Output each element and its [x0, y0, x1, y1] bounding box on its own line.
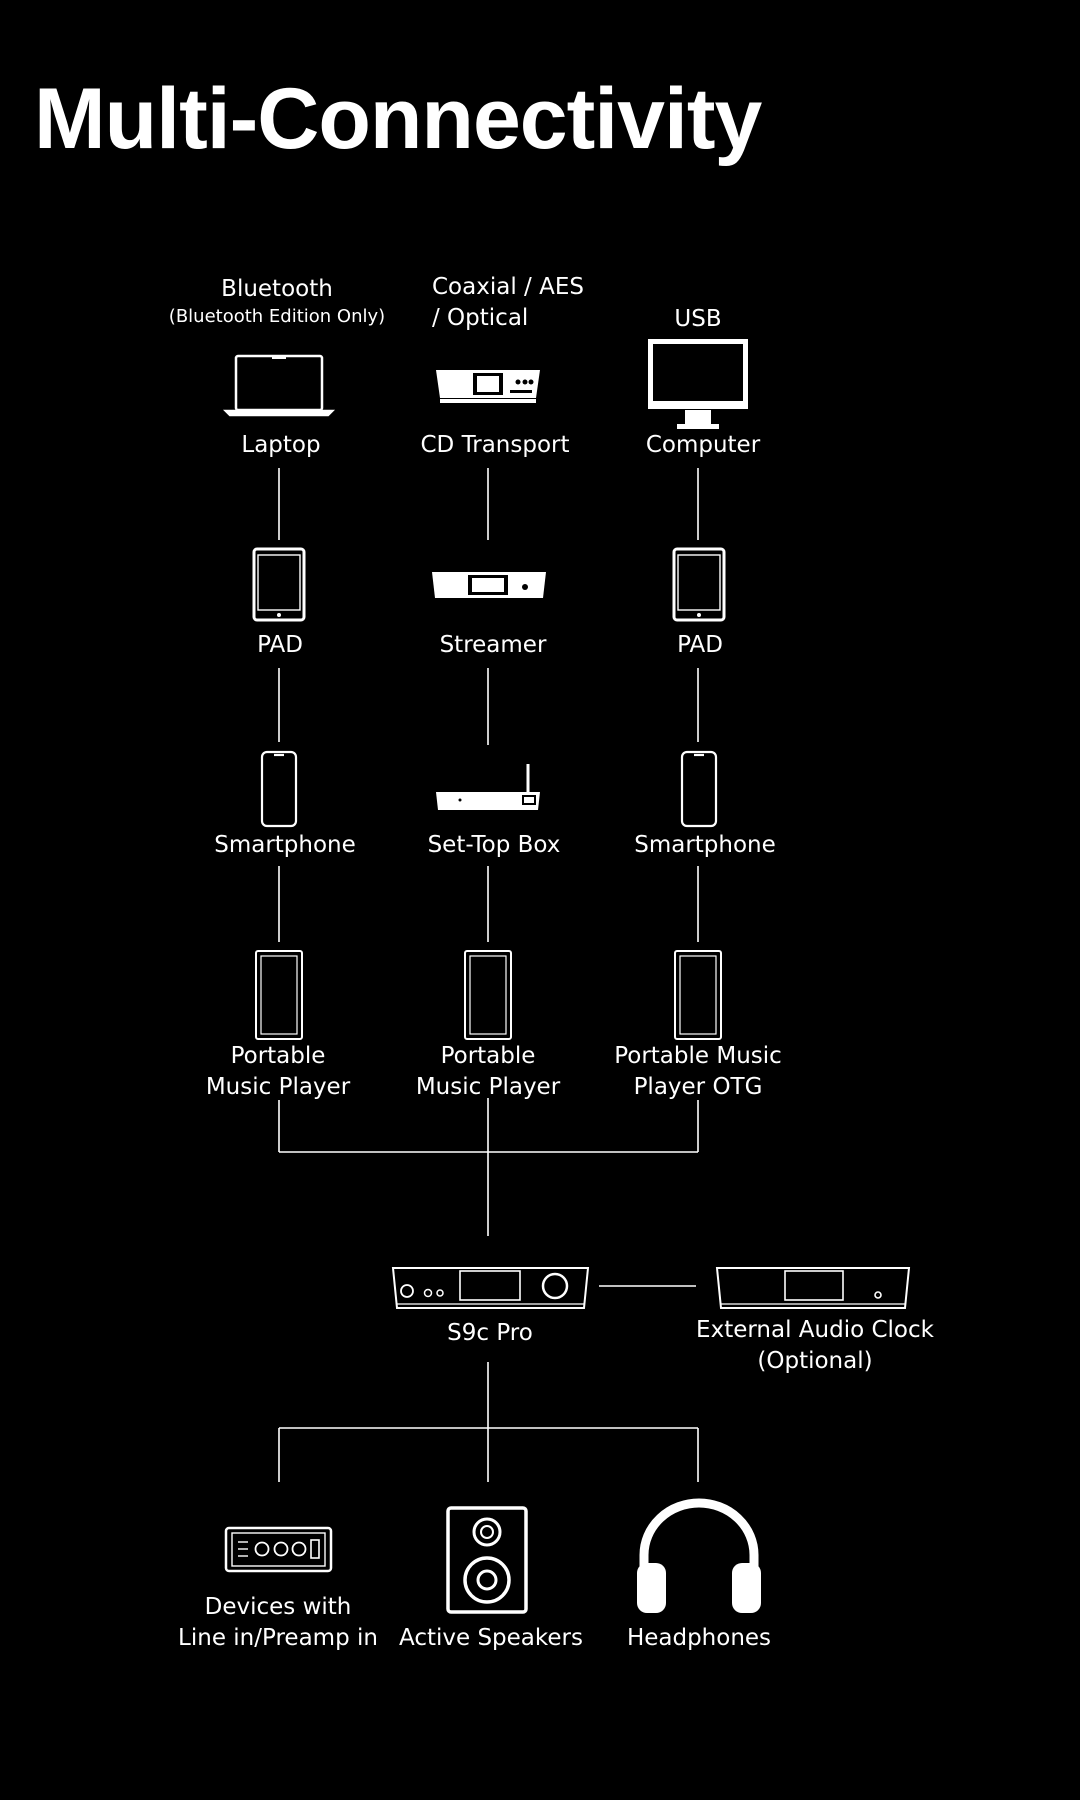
smartphone-icon [260, 750, 298, 828]
headphones-icon [637, 1498, 761, 1613]
streamer-icon [432, 572, 546, 598]
external-clock-label: External Audio Clock (Optional) [696, 1317, 934, 1374]
tablet-icon [252, 547, 306, 622]
bluetooth-note: (Bluetooth Edition Only) [168, 306, 386, 327]
smartphone-right-label: Smartphone [634, 832, 776, 858]
coaxial-header: Coaxial / AES / Optical [432, 272, 584, 334]
page-title: Multi-Connectivity [34, 71, 762, 167]
cd-transport-label: CD Transport [420, 432, 570, 458]
coaxial-label-line2: / Optical [432, 305, 529, 331]
music-player-icon [674, 950, 722, 1040]
connector-lines [278, 468, 699, 1482]
audio-clock-icon [715, 1267, 911, 1309]
laptop-label: Laptop [241, 432, 321, 458]
bluetooth-header: Bluetooth (Bluetooth Edition Only) [169, 274, 385, 329]
coaxial-label-line1: Coaxial / AES [432, 274, 584, 300]
bluetooth-label: Bluetooth [221, 276, 333, 302]
laptop-icon [222, 354, 336, 417]
streamer-label: Streamer [439, 632, 547, 658]
player-mid-label: Portable Music Player [415, 1043, 561, 1100]
set-top-box-label: Set-Top Box [427, 832, 561, 858]
computer-icon [648, 339, 748, 429]
music-player-icon [464, 950, 512, 1040]
smartphone-left-label: Smartphone [214, 832, 356, 858]
computer-label: Computer [645, 432, 761, 458]
cd-transport-icon [436, 370, 540, 403]
pad-left-label: PAD [257, 632, 303, 658]
dac-icon [391, 1267, 590, 1309]
usb-header: USB [674, 306, 722, 332]
active-speakers-label: Active Speakers [399, 1625, 583, 1651]
amplifier-icon [224, 1526, 333, 1573]
headphones-label: Headphones [626, 1625, 772, 1651]
s9c-pro-label: S9c Pro [447, 1320, 533, 1346]
set-top-box-icon [436, 764, 540, 810]
tablet-icon [672, 547, 726, 622]
speaker-icon [446, 1506, 528, 1614]
line-in-label: Devices with Line in/Preamp in [178, 1594, 378, 1651]
pad-right-label: PAD [677, 632, 723, 658]
player-right-label: Portable Music Player OTG [614, 1043, 782, 1100]
smartphone-icon [680, 750, 718, 828]
player-left-label: Portable Music Player [205, 1043, 351, 1100]
music-player-icon [255, 950, 303, 1040]
